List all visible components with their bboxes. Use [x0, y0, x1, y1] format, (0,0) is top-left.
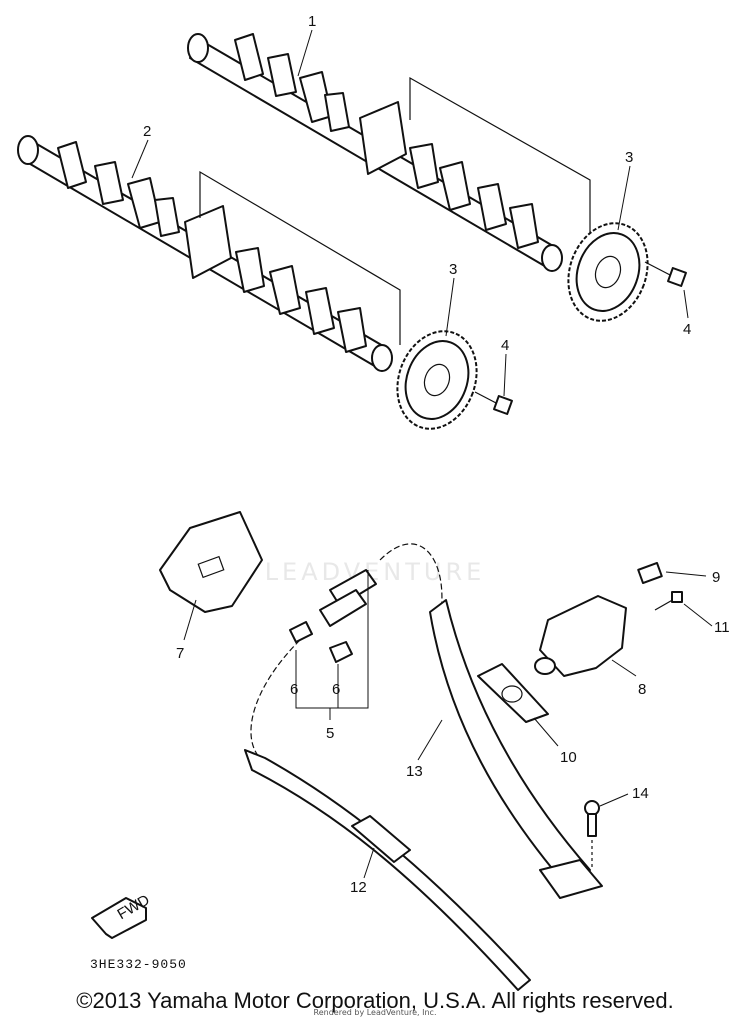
chain-guide-top[interactable]: [159, 511, 263, 613]
label-part-10: 10: [560, 749, 577, 766]
sprocket-bolt-upper[interactable]: [644, 261, 687, 287]
guide-bolt[interactable]: [584, 800, 600, 870]
rendered-by-note: Rendered by LeadVenture, Inc.: [313, 1008, 437, 1017]
label-part-6a: 6: [290, 681, 298, 698]
chain-guide-exhaust[interactable]: [429, 599, 603, 899]
sprocket-bolt-lower[interactable]: [474, 391, 513, 415]
tensioner-bolt[interactable]: [654, 591, 683, 611]
tensioner-gasket[interactable]: [477, 663, 549, 723]
label-part-12: 12: [350, 879, 367, 896]
copyright-footer: ©2013 Yamaha Motor Corporation, U.S.A. A…: [76, 988, 674, 1013]
label-part-8: 8: [638, 681, 646, 698]
tensioner-cap-bolt[interactable]: [637, 562, 663, 584]
label-part-13: 13: [406, 763, 423, 780]
camshaft-exhaust[interactable]: [17, 135, 393, 372]
label-part-7: 7: [176, 645, 184, 662]
label-part-4a: 4: [683, 321, 691, 338]
fwd-arrow-icon: FWD: [91, 891, 153, 939]
label-part-11: 11: [714, 619, 730, 636]
label-part-1: 1: [308, 13, 316, 30]
label-part-4b: 4: [501, 337, 509, 354]
label-part-6b: 6: [332, 681, 340, 698]
camshaft-intake[interactable]: [187, 33, 563, 272]
label-part-9: 9: [712, 569, 720, 586]
label-part-2: 2: [143, 123, 151, 140]
label-part-14: 14: [632, 785, 649, 802]
cam-sprocket-lower[interactable]: [384, 320, 490, 440]
label-part-3b: 3: [449, 261, 457, 278]
chain-tensioner[interactable]: [534, 595, 627, 677]
diagram-code: 3HE332-9050: [90, 957, 187, 972]
cam-sprocket-upper[interactable]: [555, 212, 661, 332]
label-part-5: 5: [326, 725, 334, 742]
label-part-3a: 3: [625, 149, 633, 166]
chain-guide-intake[interactable]: [244, 749, 531, 991]
cam-chain[interactable]: [250, 543, 443, 761]
